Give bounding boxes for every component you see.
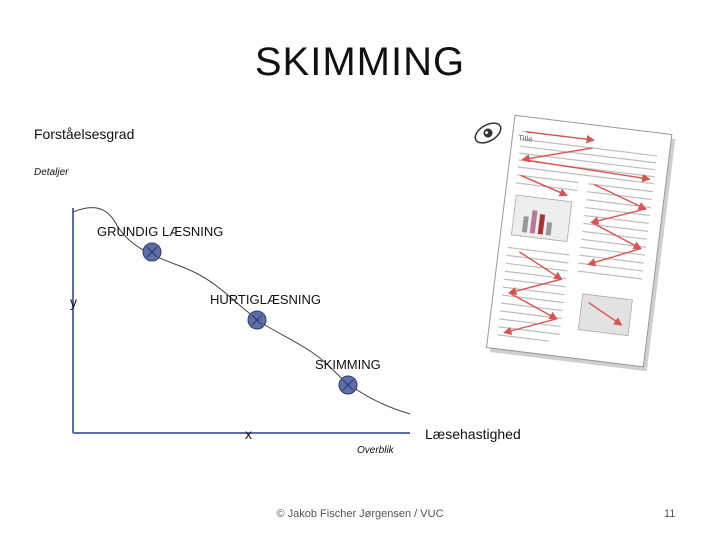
document-title-text: Title (517, 133, 534, 144)
point-label-skimming: SKIMMING (315, 357, 381, 372)
x-axis-bottom-label: Overblik (357, 445, 394, 456)
y-variable-label: y (70, 294, 77, 310)
point-label-grundig-laesning: GRUNDIG LÆSNING (97, 224, 224, 239)
marker-hurtiglaesning (247, 310, 267, 330)
footer-credit: © Jakob Fischer Jørgensen / VUC (276, 508, 444, 520)
y-axis-label: Forståelsesgrad (34, 126, 135, 142)
eye-icon (474, 122, 502, 144)
document-illustration (485, 114, 676, 372)
page-number: 11 (664, 508, 676, 520)
x-variable-label: x (245, 426, 252, 442)
slide-title: SKIMMING (254, 40, 466, 84)
marker-skimming (338, 375, 358, 395)
point-label-hurtiglaesning: HURTIGLÆSNING (210, 292, 321, 307)
x-axis-label: Læsehastighed (425, 426, 521, 442)
marker-grundig-laesning (142, 242, 162, 262)
y-axis-top-label: Detaljer (34, 167, 69, 178)
